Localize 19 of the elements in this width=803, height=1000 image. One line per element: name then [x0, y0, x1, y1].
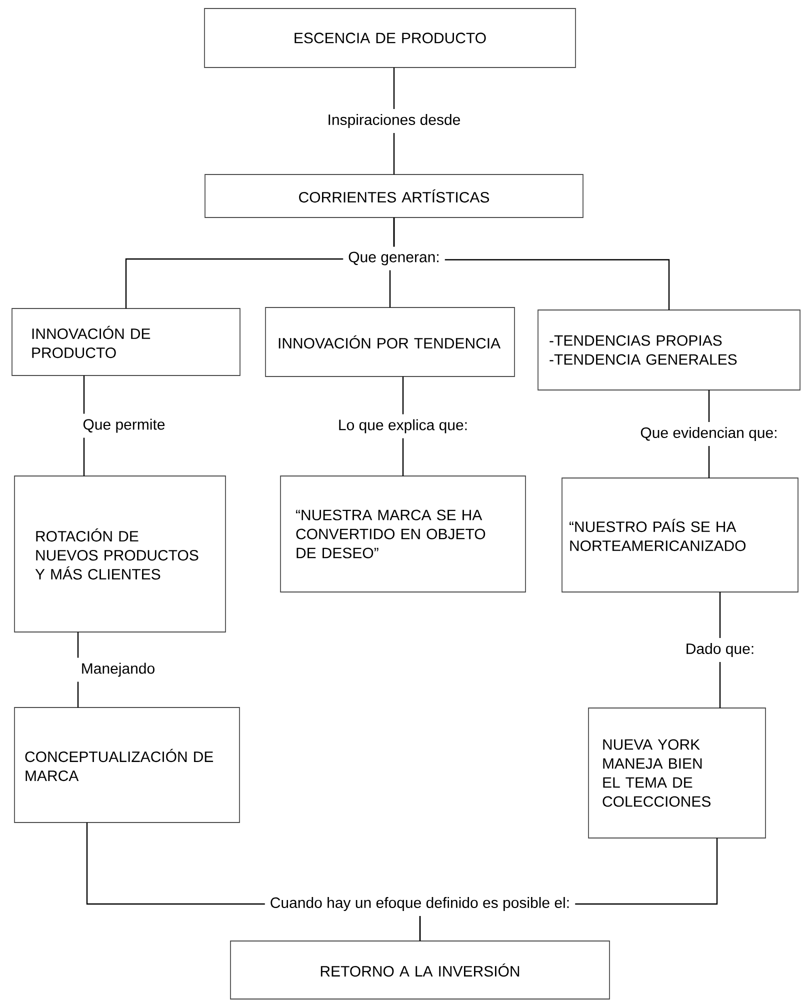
- edge-label: Manejando: [76, 658, 160, 682]
- edge-label: Cuando hay un efoque definido es posible el:: [264, 892, 576, 916]
- edge-label: Inspiraciones desde: [322, 109, 466, 133]
- edge-label: Que generan:: [343, 246, 445, 270]
- edge-label: Que permite: [78, 414, 170, 438]
- concept-box: ESCENCIA DE PRODUCTO: [204, 8, 576, 68]
- edge-label: Que evidencian que:: [635, 422, 783, 446]
- concept-box: ROTACIÓN DE NUEVOS PRODUCTOS Y MÁS CLIENTES: [14, 476, 226, 632]
- concept-box: “NUESTRA MARCA SE HA CONVERTIDO EN OBJETO DE DESEO”: [280, 476, 526, 592]
- concept-box: CONCEPTUALIZACIÓN DE MARCA: [14, 707, 240, 823]
- concept-box: CORRIENTES ARTÍSTICAS: [204, 174, 584, 218]
- edge-label: Dado que:: [680, 638, 760, 662]
- concept-box: “NUESTRO PAÍS SE HA NORTEAMERICANIZADO: [562, 478, 798, 592]
- concept-box: -TENDENCIAS PROPIAS -TENDENCIA GENERALES: [538, 310, 800, 390]
- concept-box: RETORNO A LA INVERSIÓN: [230, 940, 610, 1000]
- edge-label: Lo que explica que:: [332, 414, 474, 438]
- concept-box: INNOVACIÓN POR TENDENCIA: [265, 307, 515, 377]
- concept-box: INNOVACIÓN DE PRODUCTO: [12, 308, 240, 376]
- concept-box: NUEVA YORK MANEJA BIEN EL TEMA DE COLECCIONES: [588, 708, 766, 838]
